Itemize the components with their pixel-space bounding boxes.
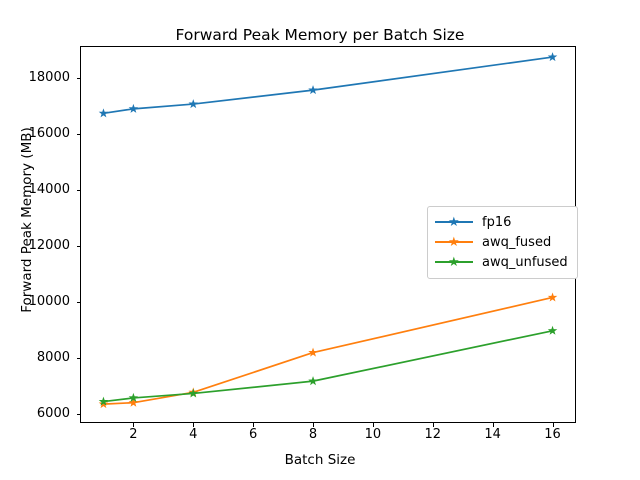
legend-swatch: ★ xyxy=(435,235,473,249)
x-tick-label: 14 xyxy=(484,427,501,442)
y-tick-label: 10000 xyxy=(28,293,70,309)
x-tick-mark xyxy=(133,423,135,427)
data-point-marker xyxy=(547,292,558,302)
data-point-marker xyxy=(547,52,558,62)
legend-line xyxy=(435,261,473,263)
series-line xyxy=(102,296,554,405)
x-tick-label: 12 xyxy=(424,427,442,442)
legend-star-marker-icon: ★ xyxy=(448,235,460,250)
legend-swatch: ★ xyxy=(435,215,473,229)
y-tick-label: 12000 xyxy=(28,237,70,253)
y-tick-label: 14000 xyxy=(28,181,70,197)
series-fp16 xyxy=(98,52,558,118)
legend-line xyxy=(435,221,473,223)
series-line xyxy=(102,329,554,403)
x-tick-label: 16 xyxy=(544,427,561,442)
y-tick-mark xyxy=(76,301,80,303)
y-tick-mark xyxy=(76,189,80,191)
x-tick-mark xyxy=(253,423,255,427)
data-point-marker xyxy=(98,108,109,118)
data-point-marker xyxy=(128,392,139,402)
x-tick-mark xyxy=(313,423,314,427)
data-point-marker xyxy=(308,376,318,386)
legend-label: awq_fused xyxy=(482,234,552,250)
y-tick-mark xyxy=(76,133,80,135)
data-point-marker xyxy=(128,103,139,113)
y-tick-label: 8000 xyxy=(36,349,70,365)
data-point-marker xyxy=(308,347,318,357)
series-line xyxy=(102,56,554,115)
x-tick-label: 10 xyxy=(364,427,382,442)
data-point-marker xyxy=(188,99,199,109)
y-tick-mark xyxy=(76,413,80,415)
y-tick-label: 6000 xyxy=(36,405,70,421)
series-awq_unfused xyxy=(98,325,558,406)
x-tick-mark xyxy=(432,423,434,427)
legend-item-fp16[interactable]: ★ fp16 xyxy=(435,212,568,232)
legend-swatch: ★ xyxy=(435,255,473,269)
data-point-marker xyxy=(308,85,318,95)
data-point-marker xyxy=(98,399,109,409)
x-tick-label: 4 xyxy=(189,427,198,442)
chart-legend: ★ fp16 ★ awq_fused ★ awq_unfused xyxy=(427,206,578,279)
x-tick-mark xyxy=(372,423,374,427)
y-tick-label: 18000 xyxy=(28,69,70,85)
legend-label: awq_unfused xyxy=(482,254,568,270)
y-tick-mark xyxy=(76,77,80,79)
legend-star-marker-icon: ★ xyxy=(448,255,460,270)
y-tick-mark xyxy=(76,245,80,247)
legend-item-awq_unfused[interactable]: ★ awq_unfused xyxy=(435,252,568,272)
x-tick-mark xyxy=(552,423,554,427)
x-tick-label: 6 xyxy=(249,427,258,442)
x-tick-mark xyxy=(492,423,494,427)
x-tick-label: 8 xyxy=(308,427,318,442)
legend-star-marker-icon: ★ xyxy=(448,215,460,230)
data-point-marker xyxy=(98,396,109,406)
x-axis-label: Batch Size xyxy=(284,452,356,468)
y-tick-label: 16000 xyxy=(28,125,70,141)
y-axis-label: Forward Peak Memory (MB) xyxy=(19,127,35,313)
chart-title: Forward Peak Memory per Batch Size xyxy=(175,26,465,44)
x-tick-label: 2 xyxy=(129,427,138,442)
series-awq_fused xyxy=(98,292,558,409)
legend-label: fp16 xyxy=(482,214,512,230)
data-point-marker xyxy=(128,397,139,407)
x-tick-mark xyxy=(193,423,195,427)
legend-line xyxy=(435,241,473,243)
data-point-marker xyxy=(547,325,558,335)
data-point-marker xyxy=(188,388,199,398)
y-tick-mark xyxy=(76,357,80,359)
plot-lines-svg xyxy=(98,52,558,409)
legend-item-awq_fused[interactable]: ★ awq_fused xyxy=(435,232,568,252)
